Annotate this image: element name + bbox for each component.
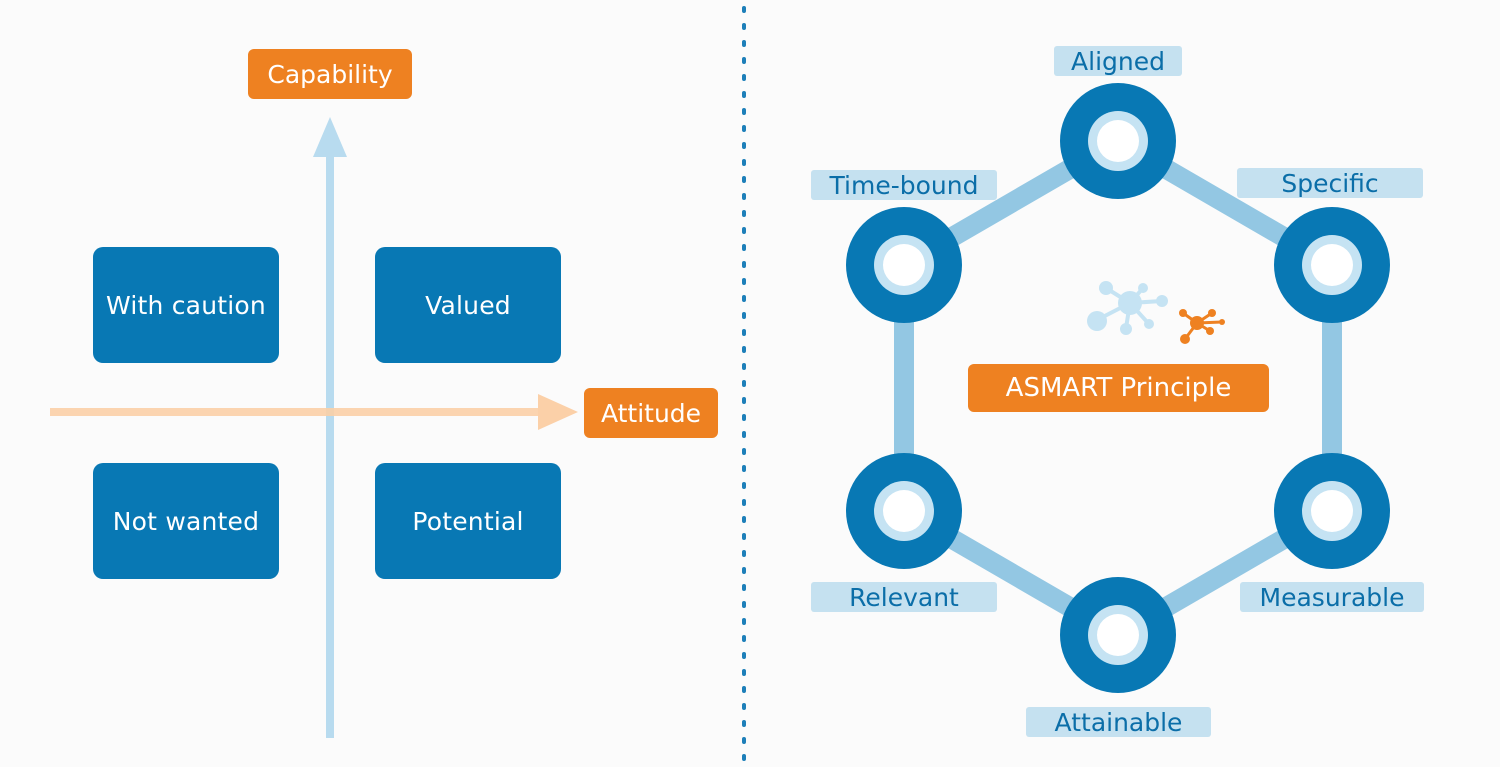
capability-axis-label: Capability xyxy=(248,49,412,99)
attitude-axis-label: Attitude xyxy=(584,388,718,438)
label-specific: Specific xyxy=(1237,168,1423,198)
node-time-bound-icon xyxy=(846,207,962,323)
label-time-bound: Time-bound xyxy=(811,170,997,200)
label-aligned: Aligned xyxy=(1054,46,1182,76)
quadrant-valued: Valued xyxy=(375,247,561,363)
attitude-arrow-icon xyxy=(538,394,578,430)
node-measurable-icon xyxy=(1274,453,1390,569)
asmart-center-label: ASMART Principle xyxy=(968,364,1269,412)
quadrant-not-wanted: Not wanted xyxy=(93,463,279,579)
label-measurable: Measurable xyxy=(1240,582,1424,612)
label-relevant: Relevant xyxy=(811,582,997,612)
network-molecule-icon xyxy=(1087,281,1225,344)
label-attainable: Attainable xyxy=(1026,707,1211,737)
quadrant-potential: Potential xyxy=(375,463,561,579)
matrix-axes xyxy=(50,117,578,738)
quadrant-with-caution: With caution xyxy=(93,247,279,363)
hexagon-nodes xyxy=(846,83,1390,693)
capability-arrow-icon xyxy=(313,117,347,157)
node-aligned-icon xyxy=(1060,83,1176,199)
node-attainable-icon xyxy=(1060,577,1176,693)
node-relevant-icon xyxy=(846,453,962,569)
node-specific-icon xyxy=(1274,207,1390,323)
